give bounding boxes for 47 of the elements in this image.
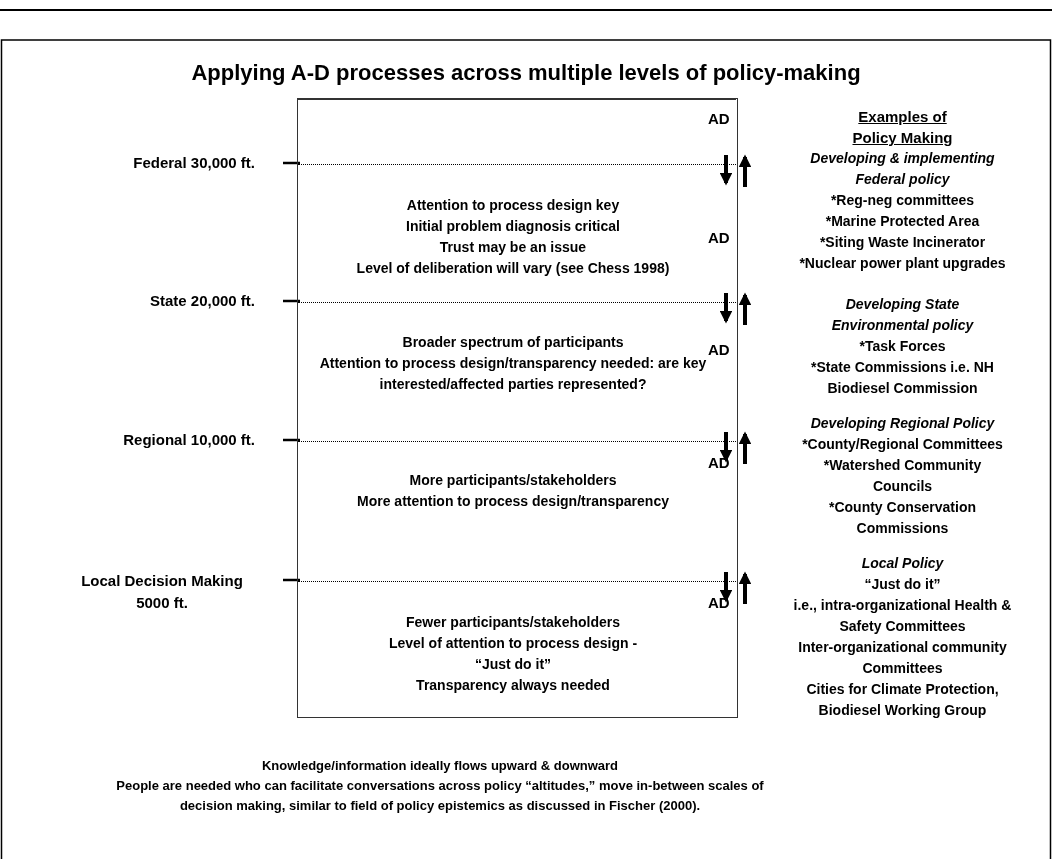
arrow [719, 155, 733, 186]
arrow [719, 572, 733, 603]
policy-heading: Developing State Environmental policy [830, 295, 975, 335]
policy-heading: Developing Regional Policy [809, 414, 996, 433]
band-text: Fewer participants/stakeholders [405, 613, 621, 632]
column-heading: Examples of Policy Making [851, 107, 954, 148]
policy-example: “Just do it” [863, 575, 942, 594]
arrow [738, 154, 752, 187]
level-tag: AD [708, 341, 730, 358]
policy-heading: Local Policy [860, 554, 945, 573]
policy-example: *Marine Protected Area [824, 212, 981, 231]
altitude-label: Regional 10,000 ft. [123, 430, 255, 450]
arrow [719, 293, 733, 324]
band-text: Level of attention to process design - “Just do it” [387, 634, 639, 674]
band-text: Initial problem diagnosis critical [405, 217, 621, 236]
policy-example: *Task Forces [858, 337, 947, 356]
arrow [719, 432, 733, 463]
policy-example: *County/Regional Committees [801, 435, 1004, 454]
policy-example: *County Conservation Commissions [828, 498, 977, 538]
policy-example: Inter-organizational community Committees [797, 638, 1008, 678]
band-text: More participants/stakeholders [408, 471, 618, 490]
policy-example: *State Commissions i.e. NH Biodiesel Commission [810, 358, 995, 398]
level-tag: AD [708, 110, 730, 127]
policy-example: i.e., intra-organizational Health & Safety Committees [792, 596, 1013, 636]
band-text: More attention to process design/transparency [356, 492, 670, 511]
policy-heading: Developing & implementing Federal policy [809, 149, 996, 189]
altitude-label: State 20,000 ft. [149, 291, 255, 311]
level-tag: AD [708, 229, 730, 246]
policy-example: *Siting Waste Incinerator [818, 233, 987, 252]
footnote: Knowledge/information ideally flows upward & downward [260, 757, 620, 775]
band-text: Attention to process design key [405, 196, 621, 215]
policy-example: Cities for Climate Protection, Biodiesel Working Group [805, 680, 1000, 720]
policy-example: *Nuclear power plant upgrades [798, 254, 1007, 273]
altitude-label: Federal 30,000 ft. [133, 153, 255, 173]
altitude-label: Local Decision Making 5000 ft. [80, 571, 244, 613]
arrow [738, 571, 752, 604]
band-text: Level of deliberation will vary (see Chess 1998) [355, 259, 671, 278]
band-text: Broader spectrum of participants [401, 333, 625, 352]
arrow [738, 431, 752, 464]
diagram-frame [297, 98, 738, 718]
title: Applying A-D processes across multiple levels of policy-making [190, 60, 862, 86]
band-text: Attention to process design/transparency needed: are key interested/affected parties represented? [318, 354, 708, 394]
policy-example: *Reg-neg committees [829, 191, 976, 210]
policy-example: *Watershed Community Councils [822, 456, 983, 496]
arrow [738, 292, 752, 325]
band-text: Transparency always needed [415, 676, 611, 695]
footnote: People are needed who can facilitate conversations across policy “altitudes,” move in-between scales of decision making, similar to field of policy epistemics as discussed in Fischer (2000). [115, 777, 765, 815]
